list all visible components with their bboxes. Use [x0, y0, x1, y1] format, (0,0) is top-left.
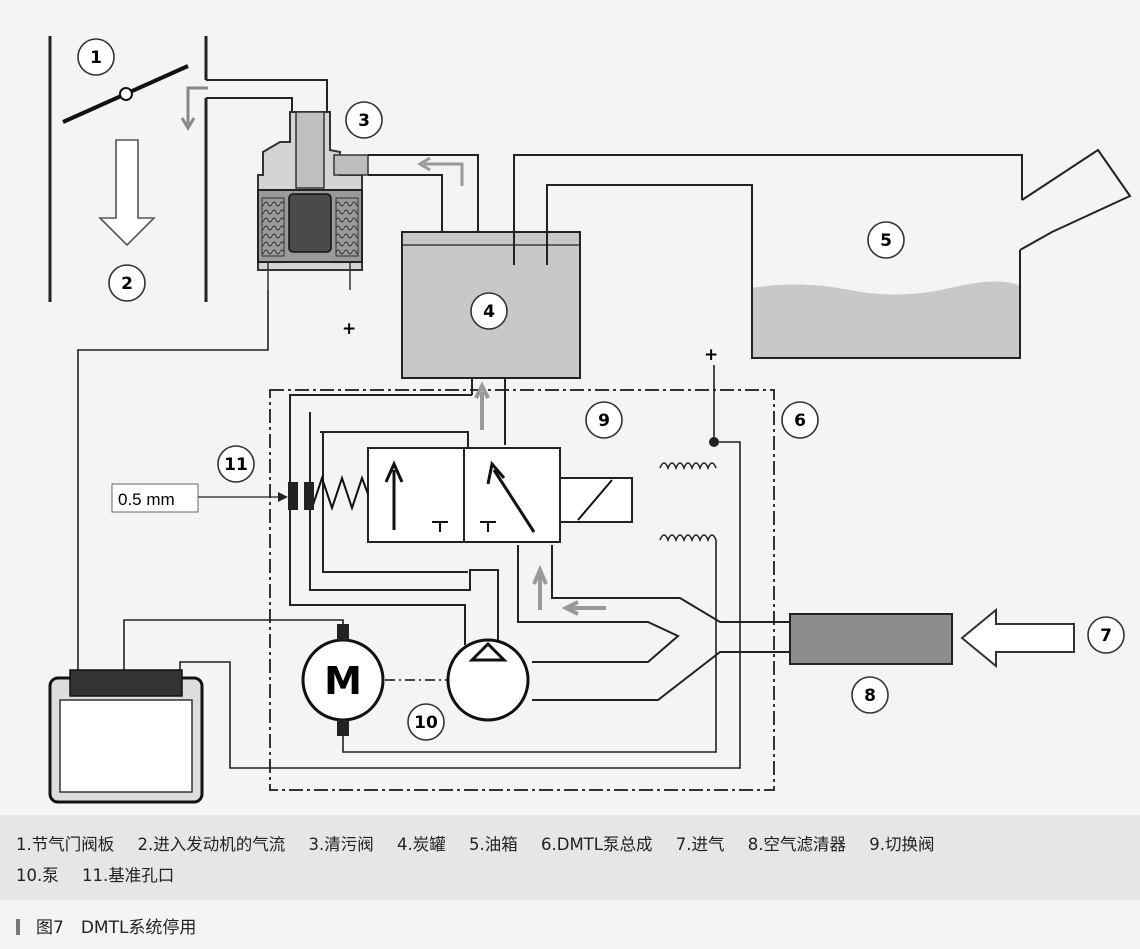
purge-valve: [257, 111, 369, 290]
callout-11: 11: [217, 445, 255, 483]
reference-orifice: [198, 482, 314, 510]
callout-6: 6: [781, 401, 819, 439]
inflow-arrow-vertical: [532, 564, 548, 610]
plus-sign-valve: +: [342, 319, 356, 339]
legend-item: 4.炭罐: [397, 835, 446, 854]
legend-item: 8.空气滤清器: [747, 835, 846, 854]
inflow-arrow-horizontal: [561, 600, 606, 616]
svg-text:8: 8: [864, 686, 876, 706]
heater-coils: [659, 365, 741, 700]
motor-symbol: M: [324, 659, 362, 703]
purge-line-intake: [206, 79, 328, 112]
figure-caption: 图7 DMTL系统停用: [16, 913, 196, 938]
callout-3: 3: [345, 101, 383, 139]
callout-7: 7: [1087, 616, 1125, 654]
intake-air-arrow: [960, 607, 1075, 669]
dmtl-system-diagram: +: [48, 36, 1132, 804]
throttle-plate: [62, 64, 189, 124]
motor: [301, 624, 385, 736]
small-flow-arrow-canister: [417, 156, 464, 186]
small-flow-arrow-intake: [180, 86, 208, 131]
plus-sign-coil: +: [704, 345, 718, 365]
caption-text: 图7 DMTL系统停用: [36, 918, 197, 938]
internal-tubing: [289, 394, 790, 701]
sensor-node: [709, 437, 719, 447]
orifice-size-label: 0.5 mm: [118, 490, 175, 509]
legend-row-1: 1.节气门阀板 2.进入发动机的气流 3.清污阀 4.炭罐 5.油箱 6.DMT…: [16, 829, 1124, 860]
legend-item: 9.切换阀: [869, 835, 935, 854]
fuel-tank: [751, 148, 1132, 359]
wiring: [77, 290, 741, 769]
orifice-label-box: [111, 483, 199, 513]
callout-2: 2: [108, 264, 146, 302]
svg-text:3: 3: [358, 111, 370, 131]
dmtl-pump-module-border: [269, 389, 775, 791]
callout-9: 9: [585, 401, 623, 439]
svg-text:5: 5: [880, 231, 892, 251]
svg-text:2: 2: [121, 274, 133, 294]
callout-8: 8: [851, 676, 889, 714]
canister-outlet: [471, 378, 506, 445]
svg-text:6: 6: [794, 411, 806, 431]
up-flow-arrow-canister: [474, 381, 490, 430]
legend-item: 5.油箱: [469, 835, 518, 854]
legend-row-2: 10.泵 11.基准孔口: [16, 860, 1124, 891]
caption-marker: [16, 919, 20, 935]
legend-item: 7.进气: [675, 835, 725, 854]
legend-item: 2.进入发动机的气流: [137, 835, 286, 854]
svg-text:7: 7: [1100, 626, 1112, 646]
callout-10: 10: [407, 703, 445, 741]
airflow-into-engine-arrow: [98, 139, 156, 247]
purge-line-canister: [368, 154, 479, 232]
callout-1: 1: [77, 38, 115, 76]
legend-item: 1.节气门阀板: [16, 835, 115, 854]
legend: 1.节气门阀板 2.进入发动机的气流 3.清污阀 4.炭罐 5.油箱 6.DMT…: [0, 815, 1140, 900]
callout-5: 5: [867, 221, 905, 259]
legend-item: 6.DMTL泵总成: [541, 835, 653, 854]
air-filter: [789, 613, 953, 665]
pump: [446, 638, 530, 722]
switch-valve: [311, 447, 633, 543]
legend-item: 10.泵: [16, 866, 59, 885]
callout-4: 4: [470, 292, 508, 330]
ecu-module: [48, 669, 204, 804]
legend-item: 3.清污阀: [308, 835, 374, 854]
callouts: 1 2 3 4 5 6 7 8 9 10 11: [77, 38, 1125, 741]
svg-text:4: 4: [483, 302, 495, 322]
intake-pipe: [48, 36, 208, 302]
svg-text:11: 11: [224, 455, 248, 475]
svg-text:10: 10: [414, 713, 438, 733]
legend-item: 11.基准孔口: [82, 866, 175, 885]
svg-text:1: 1: [90, 48, 102, 68]
svg-text:9: 9: [598, 411, 610, 431]
